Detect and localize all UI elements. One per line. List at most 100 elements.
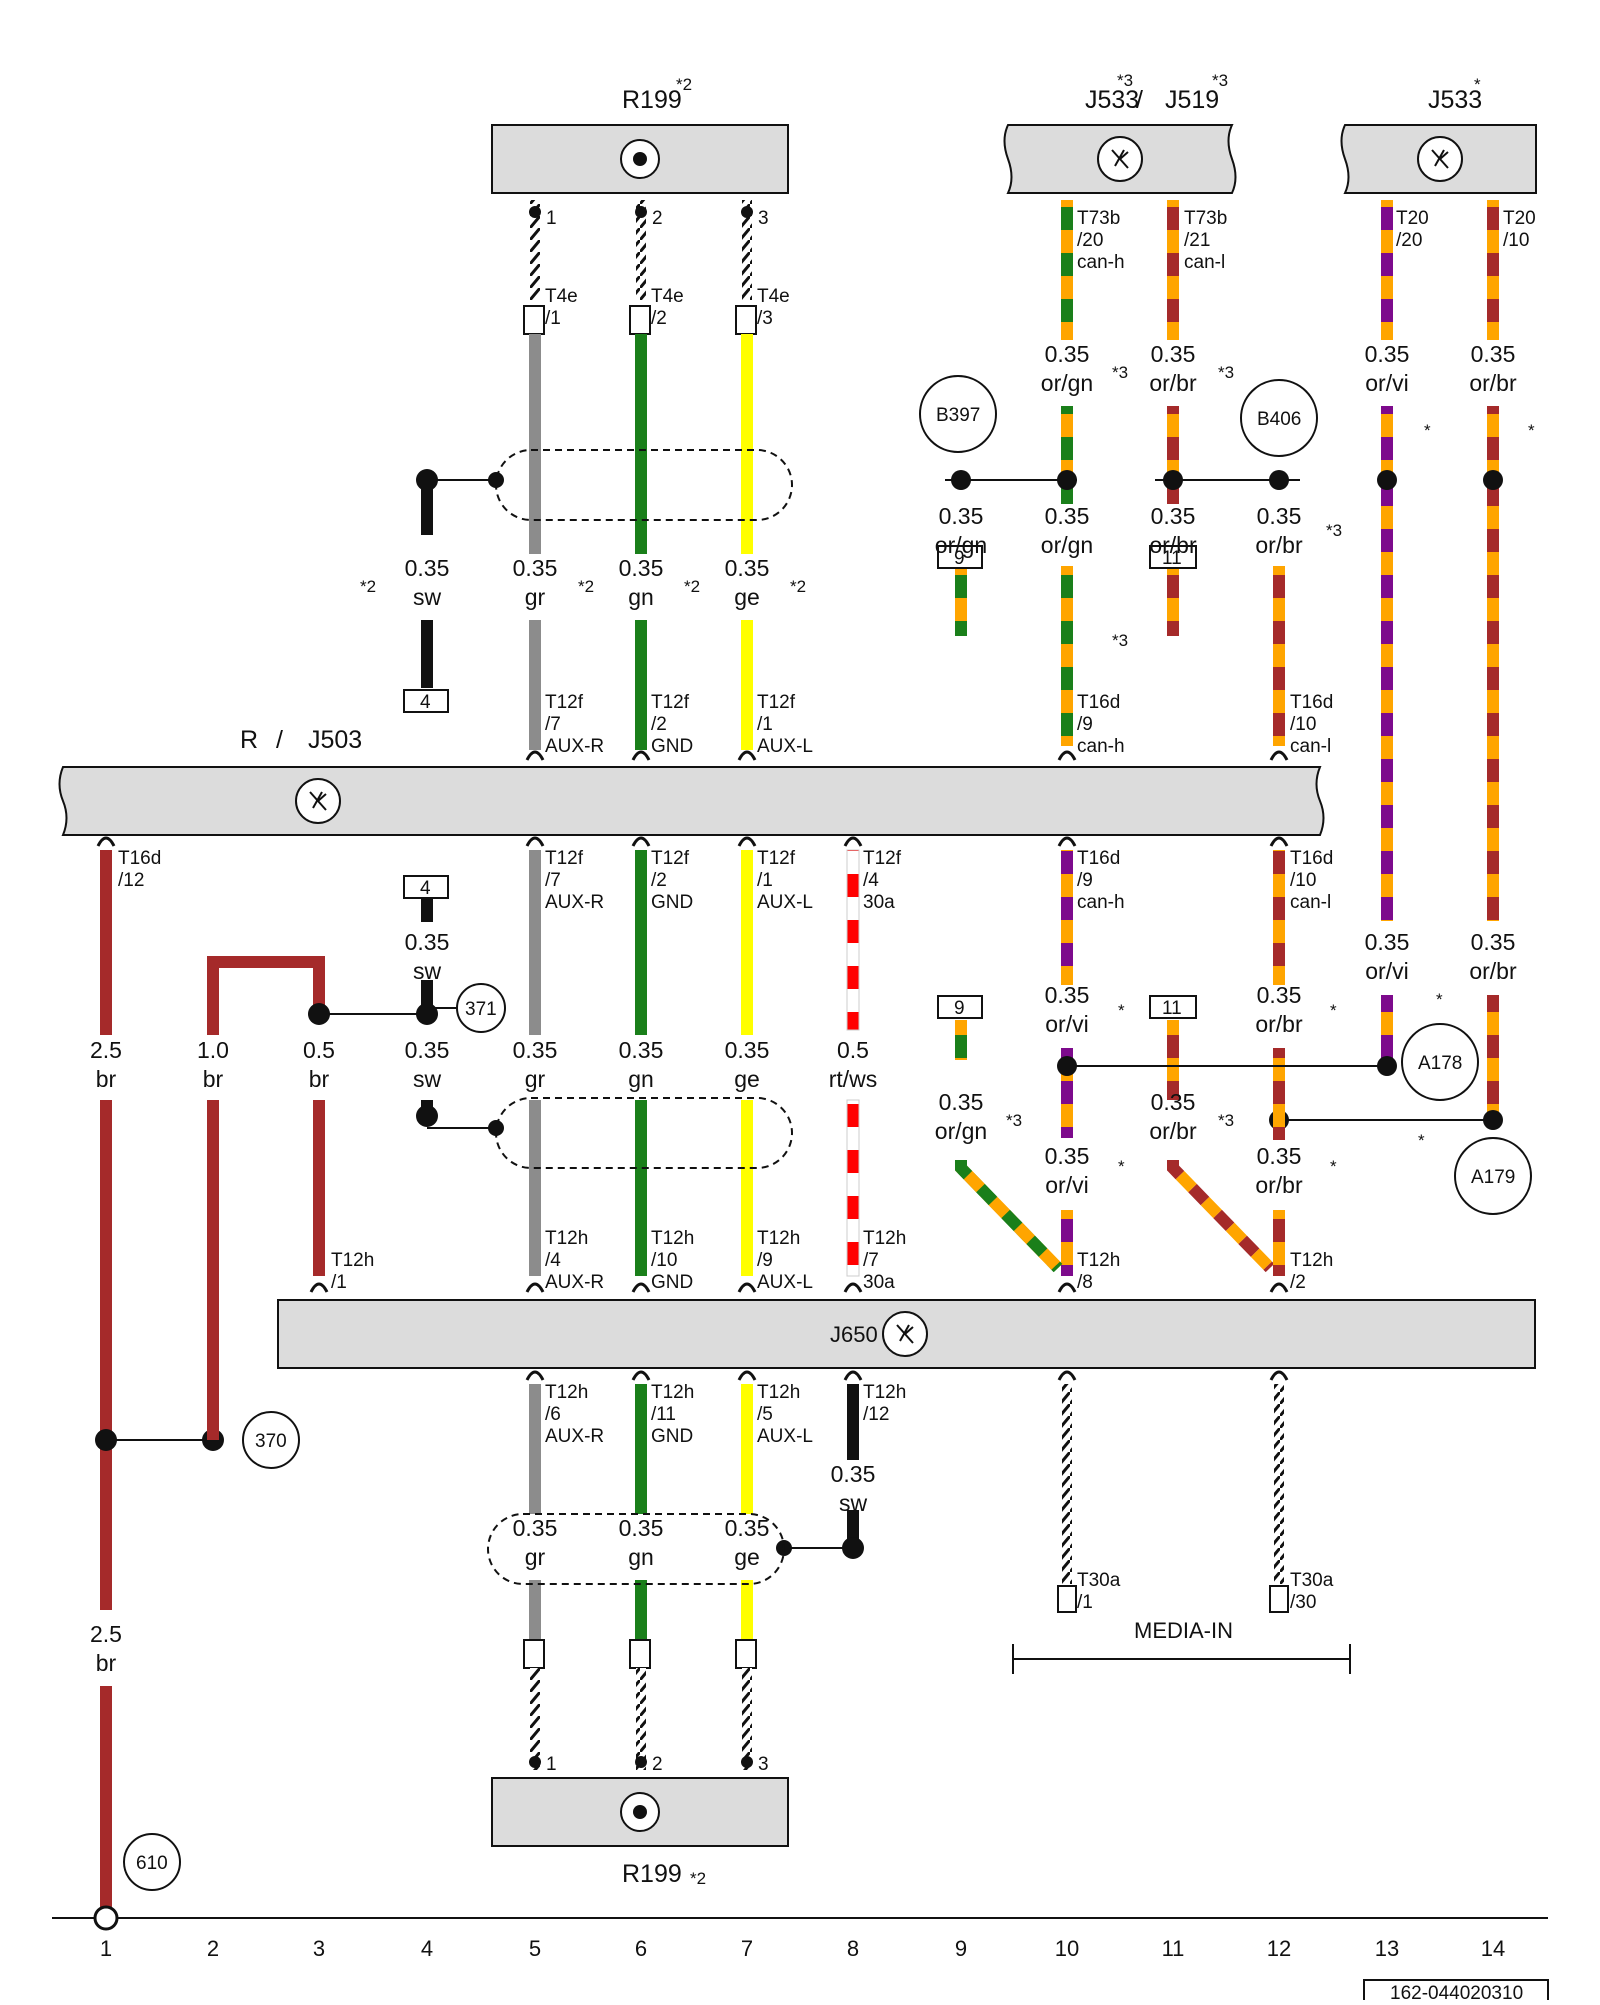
connector-t16d-10-top-line-0: T16d — [1290, 692, 1333, 713]
wire-orbr-b-gauge: 0.35 — [1151, 503, 1196, 529]
connector-t73b-21-line-1: /21 — [1184, 230, 1210, 251]
connector-t12h-9-line-0: T12h — [757, 1228, 800, 1249]
wire-orbr-a-gauge: 0.35 — [1151, 341, 1196, 367]
j533-right-note: * — [1474, 75, 1481, 94]
connector-t16d-12-line-1: /12 — [118, 870, 144, 891]
connector-t12h-12-line-1: /12 — [863, 1404, 889, 1425]
wire-sw-4-gauge: 0.35 — [405, 929, 450, 955]
connector-t12h-10-line-1: /10 — [651, 1250, 677, 1271]
ge-wire-mid-lower — [741, 1100, 753, 1276]
connector-t4e-3-line-0: T4e — [757, 286, 790, 307]
gn-wire-bottom — [635, 1384, 647, 1514]
column-number-8: 8 — [847, 1936, 859, 1961]
wire-br-25-low-color: br — [96, 1650, 117, 1676]
sw-wire-j650 — [847, 1384, 859, 1460]
media-in-lead-b — [1274, 1384, 1284, 1584]
column-number-12: 12 — [1267, 1936, 1291, 1961]
connector-t12h-8-line-1: /8 — [1077, 1272, 1093, 1293]
orgn-wire-box9 — [955, 1020, 967, 1060]
connector-t12h-7-line-0: T12h — [863, 1228, 906, 1249]
connector-t12f-4-line-2: 30a — [863, 892, 895, 913]
connector-t73b-20-line-0: T73b — [1077, 208, 1120, 229]
wire-br-25-color: br — [96, 1066, 117, 1092]
b397-label: B397 — [936, 405, 980, 426]
footnote-marker-8: * — [1424, 421, 1431, 440]
connector-t16d-10-bot-line-1: /10 — [1290, 870, 1316, 891]
j519-note: *3 — [1212, 71, 1228, 90]
r199-top-pin-1: 1 — [546, 208, 557, 229]
j533-j519-sep: / — [1136, 86, 1143, 114]
r199-top-label: R199 — [622, 86, 682, 114]
connector-labels: T4e/1T4e/2T4e/3T73b/20can-hT73b/21can-lT… — [118, 208, 1536, 1613]
box-4-mid — [403, 875, 449, 899]
sw-shield-wire-top — [421, 480, 433, 535]
footnote-marker-12: * — [1436, 990, 1443, 1009]
wire-sw-4-color: sw — [413, 958, 442, 984]
wire-sw-shield-mid-gauge: 0.35 — [405, 1037, 450, 1063]
r199-top-note: *2 — [676, 75, 692, 94]
connector-t20-20-line-1: /20 — [1396, 230, 1422, 251]
footnote-marker-0: *2 — [360, 577, 376, 596]
wire-gn-bot-gauge: 0.35 — [619, 1515, 664, 1541]
connector-t12h-2-line-0: T12h — [1290, 1250, 1333, 1271]
r199-top-pin-3: 3 — [758, 208, 769, 229]
footnote-marker-13: *3 — [1006, 1111, 1022, 1130]
ground-point — [93, 1905, 119, 1931]
column-number-4: 4 — [421, 1936, 433, 1961]
connector-t12f-7-top-line-1: /7 — [545, 714, 561, 735]
wire-orgn-a-gauge: 0.35 — [1045, 341, 1090, 367]
connector-t12h-5-line-1: /5 — [757, 1404, 773, 1425]
j533-j519-unit — [1003, 124, 1237, 194]
wire-ge-top-color: ge — [734, 584, 760, 610]
wire-orgn-c-gauge: 0.35 — [939, 1089, 984, 1115]
connector-t4e-3-line-1: /3 — [757, 308, 773, 329]
connector-t16d-9-top-line-1: /9 — [1077, 714, 1093, 735]
rtws-wire — [846, 849, 860, 1031]
wire-sw-j650-color: sw — [839, 1490, 868, 1516]
connector-t4e-1-line-0: T4e — [545, 286, 578, 307]
connector-t12f-7-bot-line-2: AUX-R — [545, 892, 604, 913]
wire-gr-bot-color: gr — [525, 1544, 546, 1570]
wire-orbr-e-gauge: 0.35 — [1257, 1143, 1302, 1169]
gn-wire-mid-lower — [635, 1100, 647, 1276]
connector-t12h-1-line-0: T12h — [331, 1250, 374, 1271]
orvi-wire-t20 — [1381, 200, 1393, 340]
wire-gn-bot-color: gn — [628, 1544, 654, 1570]
connector-t12h-6-line-0: T12h — [545, 1382, 588, 1403]
connector-t12h-10-line-0: T12h — [651, 1228, 694, 1249]
wire-br-05-color: br — [309, 1066, 330, 1092]
box-11-mid — [1149, 995, 1197, 1019]
wire-sw-shield-top-color: sw — [413, 584, 442, 610]
r199-bottom-note: *2 — [690, 1869, 706, 1888]
connector-t30a-1-line-1: /1 — [1077, 1592, 1093, 1613]
wire-br-05-gauge: 0.5 — [303, 1037, 335, 1063]
gn-wire-top-lower — [635, 620, 647, 750]
connector-t12f-2-bot-line-1: /2 — [651, 870, 667, 891]
connector-t12h-7-line-2: 30a — [863, 1272, 895, 1293]
orbr-wire-mid-a — [1273, 850, 1285, 985]
wire-ge-mid-color: ge — [734, 1066, 760, 1092]
r-label: R — [240, 726, 258, 754]
orbr-wire-t20 — [1487, 200, 1499, 340]
wire-orvi-a-color: or/vi — [1365, 370, 1408, 396]
footnote-marker-15: * — [1418, 1131, 1425, 1150]
connector-t16d-9-bot-line-0: T16d — [1077, 848, 1120, 869]
connector-t12f-1-top-line-1: /1 — [757, 714, 773, 735]
column-number-2: 2 — [207, 1936, 219, 1961]
wire-orbr-f-color: or/br — [1149, 1118, 1197, 1144]
connector-t30a-1-line-0: T30a — [1077, 1570, 1121, 1591]
wire-orbr-b406-gauge: 0.35 — [1257, 503, 1302, 529]
connector-t12f-7-top-line-2: AUX-R — [545, 736, 604, 757]
t4e-connectors-bottom — [523, 1639, 757, 1770]
wire-br-25-low-gauge: 2.5 — [90, 1621, 122, 1647]
wire-orbr-b-color: or/br — [1149, 532, 1197, 558]
connector-t4e-1-line-1: /1 — [545, 308, 561, 329]
wire-orbr-a-color: or/br — [1149, 370, 1197, 396]
connector-t12h-4-line-2: AUX-R — [545, 1272, 604, 1293]
wire-sw-j650-gauge: 0.35 — [831, 1461, 876, 1487]
connector-t12h-4-line-1: /4 — [545, 1250, 561, 1271]
footnote-marker-3: *2 — [790, 577, 806, 596]
connector-t12f-1-bot-line-2: AUX-L — [757, 892, 813, 913]
connector-t30a-30-line-1: /30 — [1290, 1592, 1316, 1613]
